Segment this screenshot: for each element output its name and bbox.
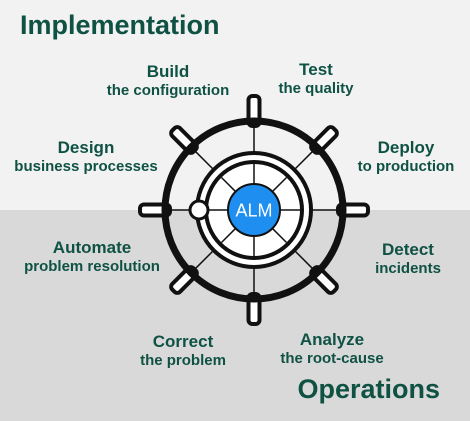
stage-design-title: Design	[57, 138, 115, 157]
stage-deploy-title: Deploy	[377, 138, 435, 157]
stage-test-subtitle: the quality	[278, 79, 354, 97]
stage-detect-title: Detect	[382, 240, 434, 259]
stage-automate-subtitle: problem resolution	[24, 257, 160, 275]
outer-spoke	[192, 148, 214, 170]
stage-detect: Detect incidents	[375, 240, 441, 277]
stage-detect-subtitle: incidents	[375, 259, 441, 277]
stage-build: Build the configuration	[107, 62, 230, 99]
implementation-title: Implementation	[20, 10, 220, 40]
inner-spoke	[220, 176, 237, 193]
stage-design: Design business processes	[14, 138, 157, 175]
stage-deploy: Deploy to production	[358, 138, 455, 175]
stage-correct-subtitle: the problem	[140, 351, 226, 369]
stage-analyze-subtitle: the root-cause	[280, 349, 384, 367]
outer-spoke	[294, 148, 316, 170]
stage-deploy-subtitle: to production	[357, 157, 455, 175]
stage-design-subtitle: business processes	[14, 157, 158, 175]
stage-correct: Correct the problem	[140, 332, 226, 369]
hub-circle	[227, 183, 281, 237]
operations-title: Operations	[297, 374, 440, 404]
stage-build-title: Build	[146, 62, 190, 81]
stage-automate-title: Automate	[52, 238, 132, 257]
stage-test-title: Test	[299, 60, 333, 79]
position-marker	[188, 199, 210, 221]
inner-spoke	[271, 176, 288, 193]
stage-analyze: Analyze the root-cause	[280, 330, 383, 367]
stage-analyze-title: Analyze	[299, 330, 365, 349]
stage-build-subtitle: the configuration	[106, 81, 230, 99]
inner-spoke	[271, 227, 288, 244]
outer-spoke	[294, 250, 316, 272]
hub-label: ALM	[235, 201, 272, 221]
stage-test: Test the quality	[278, 60, 353, 97]
outer-rim	[161, 117, 347, 303]
stage-automate: Automate problem resolution	[24, 238, 160, 275]
inner-spoke	[220, 227, 237, 244]
stage-correct-title: Correct	[152, 332, 214, 351]
hub: ALM	[227, 183, 281, 237]
outer-spoke	[192, 250, 214, 272]
